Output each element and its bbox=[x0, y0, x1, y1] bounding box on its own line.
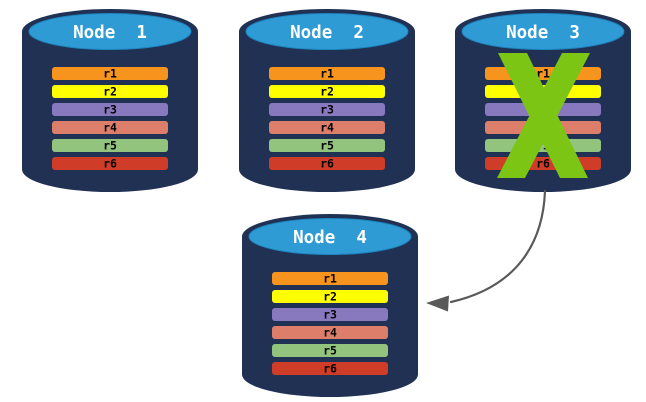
row-label: r6 bbox=[103, 157, 117, 171]
row-r3: r3 bbox=[52, 103, 168, 117]
row-bar bbox=[269, 121, 385, 134]
row-r2: r2 bbox=[52, 85, 168, 99]
row-label: r4 bbox=[323, 326, 337, 340]
failover-arrow bbox=[426, 189, 547, 312]
node-4: Node 4 r1 r2 r3 r4 r5 r6 bbox=[242, 214, 418, 397]
row-r4: r4 bbox=[269, 121, 385, 135]
node-title: Node 3 bbox=[506, 23, 580, 43]
cylinder-top bbox=[245, 13, 409, 50]
arrow-curve bbox=[449, 189, 547, 304]
row-label: r1 bbox=[323, 272, 337, 286]
row-r4: r4 bbox=[52, 121, 168, 135]
row-label: r6 bbox=[323, 362, 337, 376]
row-bar bbox=[272, 362, 388, 375]
failure-x-icon bbox=[497, 53, 590, 178]
row-label: r2 bbox=[323, 290, 337, 304]
row-r1: r1 bbox=[272, 272, 388, 286]
row-bar bbox=[272, 326, 388, 339]
row-r5: r5 bbox=[269, 139, 385, 153]
node-title: Node 1 bbox=[73, 23, 147, 43]
row-label: r2 bbox=[320, 85, 334, 99]
row-r2: r2 bbox=[269, 85, 385, 99]
row-bar bbox=[52, 67, 168, 80]
row-label: r6 bbox=[320, 157, 334, 171]
row-label: r1 bbox=[536, 67, 550, 81]
row-label: r2 bbox=[103, 85, 117, 99]
row-bar bbox=[52, 157, 168, 170]
row-label: r4 bbox=[103, 121, 117, 135]
row-r2: r2 bbox=[272, 290, 388, 304]
row-r6: r6 bbox=[272, 362, 388, 376]
row-label: r3 bbox=[320, 103, 334, 117]
x-stroke-down-left bbox=[497, 53, 590, 178]
row-label: r1 bbox=[320, 67, 334, 81]
row-r6: r6 bbox=[52, 157, 168, 171]
row-bar bbox=[272, 344, 388, 357]
node-1: Node 1 r1 r2 r3 r4 r5 r6 bbox=[22, 9, 198, 193]
arrow-head-icon bbox=[426, 295, 449, 312]
row-r1: r1 bbox=[269, 67, 385, 81]
row-bar bbox=[269, 85, 385, 98]
node-2: Node 2 r1 r2 r3 r4 r5 r6 bbox=[239, 9, 415, 193]
row-label: r5 bbox=[320, 139, 334, 153]
row-bar bbox=[272, 308, 388, 321]
row-bar bbox=[269, 139, 385, 152]
row-bar bbox=[52, 85, 168, 98]
row-bar bbox=[272, 290, 388, 303]
row-label: r5 bbox=[323, 344, 337, 358]
cylinder-top bbox=[461, 13, 625, 50]
row-r1: r1 bbox=[52, 67, 168, 81]
row-bar bbox=[269, 103, 385, 116]
row-bar bbox=[269, 157, 385, 170]
row-r5: r5 bbox=[52, 139, 168, 153]
row-bar bbox=[272, 272, 388, 285]
row-label: r4 bbox=[320, 121, 334, 135]
row-r1: r1 bbox=[485, 67, 601, 81]
row-r4: r4 bbox=[272, 326, 388, 340]
node-title: Node 4 bbox=[293, 228, 367, 248]
row-label: r3 bbox=[103, 103, 117, 117]
row-label: r6 bbox=[536, 157, 550, 171]
row-bar bbox=[269, 67, 385, 80]
row-bar bbox=[52, 139, 168, 152]
row-r3: r3 bbox=[269, 103, 385, 117]
node-title: Node 2 bbox=[290, 23, 364, 43]
row-r5: r5 bbox=[272, 344, 388, 358]
row-label: r3 bbox=[323, 308, 337, 322]
cylinder-top bbox=[28, 13, 192, 50]
row-label: r5 bbox=[103, 139, 117, 153]
row-r3: r3 bbox=[272, 308, 388, 322]
row-label: r1 bbox=[103, 67, 117, 81]
row-r6: r6 bbox=[269, 157, 385, 171]
cylinder-top bbox=[248, 218, 412, 255]
row-bar bbox=[52, 103, 168, 116]
row-bar bbox=[52, 121, 168, 134]
